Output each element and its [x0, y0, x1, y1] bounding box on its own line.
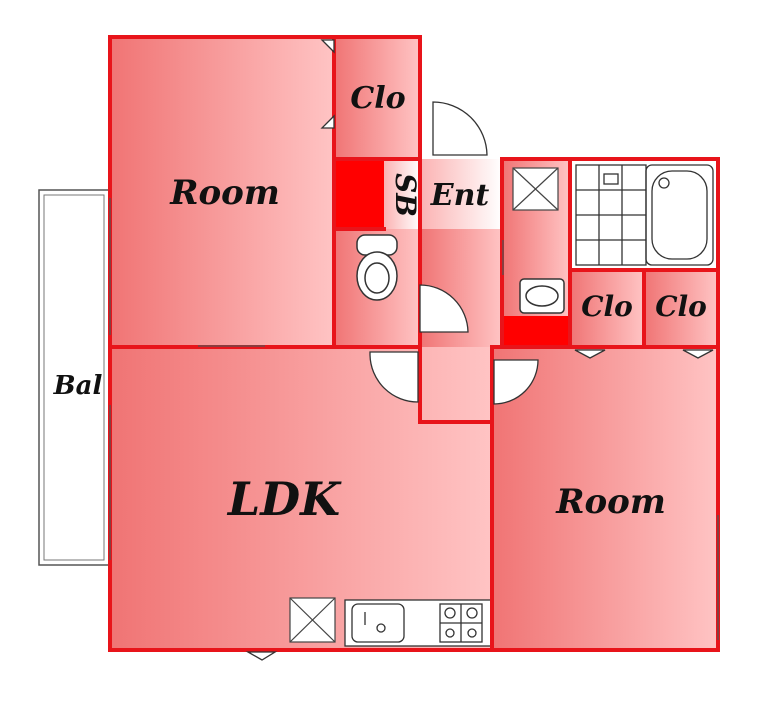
ldk-label: LDK	[226, 472, 342, 526]
balcony-label: Bal	[53, 371, 103, 401]
doors	[245, 39, 714, 661]
shoe-box-label: SB	[389, 173, 422, 217]
balcony: Bal	[38, 189, 110, 566]
room-southeast-label: Room	[555, 482, 666, 522]
kitchen-counter-icon	[344, 599, 492, 647]
balcony-step-icon	[245, 651, 278, 661]
closet-top: Clo	[334, 37, 420, 159]
toilet-room	[334, 229, 420, 347]
ldk: LDK	[110, 347, 492, 650]
bathroom	[570, 159, 718, 270]
windows	[109, 198, 719, 640]
shoe-box: SB	[384, 159, 422, 229]
closet-right-2: Clo	[644, 270, 718, 347]
washroom	[502, 159, 570, 316]
closet-right-1: Clo	[570, 270, 644, 347]
refrigerator-space-icon	[289, 597, 336, 643]
closet-top-door-icon	[320, 39, 335, 129]
toilet-door-icon	[419, 284, 469, 333]
closet-top-label: Clo	[350, 81, 405, 116]
closet-right-1-label: Clo	[581, 290, 633, 323]
wash-basin-icon	[519, 278, 565, 314]
toilet-icon	[356, 234, 398, 301]
washing-machine-space-icon	[512, 167, 559, 211]
solid-wall-block-2	[502, 316, 570, 347]
entrance: Ent	[420, 159, 502, 229]
entrance-door-icon	[432, 101, 488, 156]
closet-right-door-icon	[574, 349, 714, 359]
room-northwest-label: Room	[169, 173, 280, 213]
entrance-label: Ent	[430, 178, 490, 213]
room-northwest: Room	[110, 37, 334, 347]
ldk-door-icon	[369, 351, 419, 403]
closet-right-2-label: Clo	[655, 290, 707, 323]
bathtub-icon	[575, 164, 714, 266]
room-se-door-icon	[493, 359, 539, 405]
solid-wall-block	[334, 159, 384, 229]
room-southeast: Room	[492, 347, 718, 650]
